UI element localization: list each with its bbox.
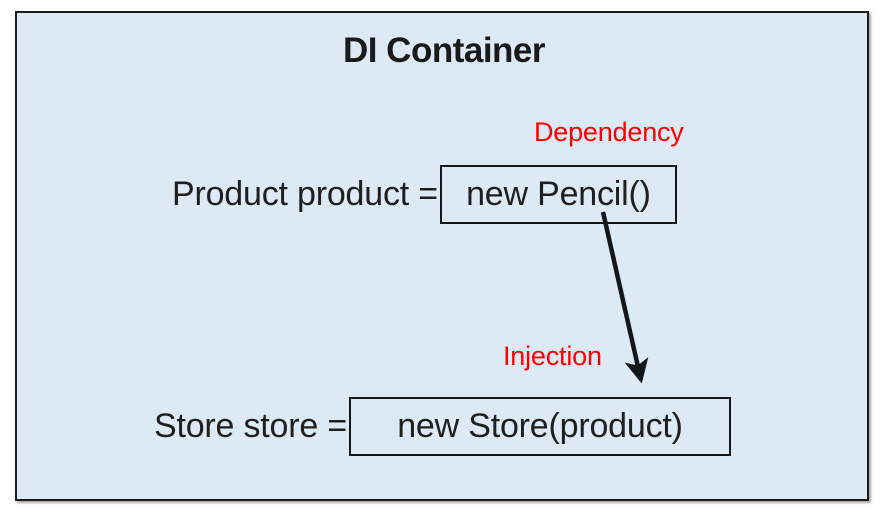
dependency-code-box: new Pencil() bbox=[439, 165, 677, 224]
di-container-box: DI Container Product product = new Penci… bbox=[15, 11, 869, 501]
injection-code-box: new Store(product) bbox=[349, 397, 731, 456]
dependency-annotation-label: Dependency bbox=[534, 117, 684, 147]
statement-row-product: Product product = new Pencil() bbox=[172, 165, 677, 224]
statement-row-store: Store store = new Store(product) bbox=[154, 397, 731, 456]
injection-annotation-label: Injection bbox=[503, 341, 602, 371]
page-title: DI Container bbox=[342, 31, 546, 70]
declaration-store-label: Store store = bbox=[154, 407, 347, 445]
declaration-product-label: Product product = bbox=[172, 175, 438, 213]
